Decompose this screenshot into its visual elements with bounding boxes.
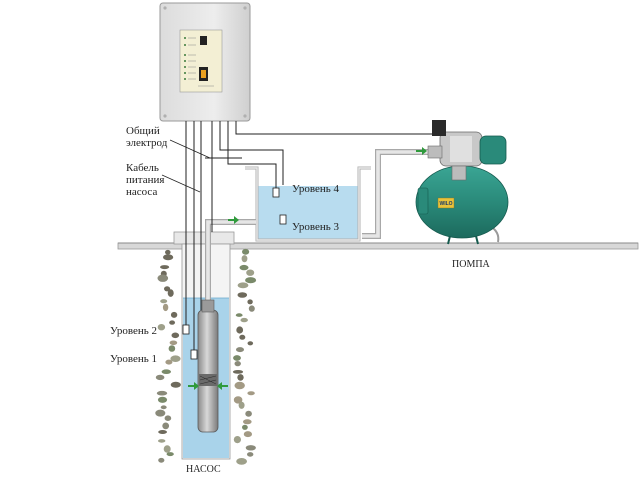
rock (236, 458, 248, 465)
rock (248, 305, 255, 312)
rock (243, 419, 252, 425)
rock (247, 452, 254, 457)
rock (163, 445, 171, 453)
label-level-1: Уровень 1 (110, 353, 157, 365)
rock (164, 415, 172, 422)
electrode-level-3 (279, 214, 287, 225)
rock (158, 430, 168, 434)
rock (170, 355, 181, 363)
rock (233, 396, 243, 404)
rock (170, 311, 178, 318)
label-level-2: Уровень 2 (110, 325, 157, 337)
rock (167, 289, 174, 297)
rock (158, 439, 166, 443)
label-submersible-pump: НАСОС (186, 464, 221, 475)
rock (155, 374, 165, 381)
rock (243, 431, 252, 438)
electrode-level-2 (182, 324, 190, 335)
rock (236, 326, 244, 334)
pipes (205, 149, 500, 300)
label-common-electrode: Общий электрод (126, 125, 168, 149)
rock (160, 265, 170, 270)
rock (234, 381, 245, 390)
rock (157, 324, 166, 331)
rock (235, 313, 243, 317)
rock (155, 409, 166, 417)
rock (239, 264, 249, 271)
rock (233, 355, 241, 361)
rock (160, 299, 168, 304)
rock (157, 274, 169, 282)
rock (162, 303, 169, 312)
rock (242, 424, 248, 430)
electrode-level-4 (272, 187, 280, 198)
rock (239, 334, 246, 340)
label-level-3: Уровень 3 (292, 221, 339, 233)
rock (247, 341, 254, 346)
rock (240, 317, 248, 323)
brand-label: WILO (439, 201, 452, 207)
arrow-icon (188, 382, 199, 390)
rock (157, 396, 168, 403)
rock (242, 248, 250, 255)
rock (169, 320, 176, 325)
rock (245, 445, 256, 451)
rock (237, 282, 249, 289)
rock (168, 345, 176, 352)
rock (247, 299, 253, 305)
electrodes (182, 187, 287, 360)
rock (247, 391, 255, 396)
rock (237, 292, 248, 298)
rock (160, 405, 167, 410)
rock (163, 254, 174, 261)
rock (232, 370, 244, 374)
arrow-icon (228, 216, 239, 224)
rock (165, 249, 171, 255)
rock (156, 390, 168, 396)
rock (234, 361, 241, 367)
label-pump-cable: Кабель питания насоса (126, 162, 165, 198)
well-rocks (155, 248, 257, 465)
rock (237, 374, 244, 381)
rock (161, 369, 171, 375)
rock (171, 332, 180, 339)
control-panel-icon (159, 2, 251, 122)
label-level-4: Уровень 4 (292, 183, 339, 195)
rock (158, 457, 165, 463)
arrow-icon (416, 147, 427, 155)
arrow-icon (217, 382, 228, 390)
electrode-level-1 (190, 349, 198, 360)
rock (165, 359, 173, 365)
flow-arrows (188, 147, 427, 390)
rock (241, 255, 248, 263)
rock (166, 452, 174, 457)
rock (169, 340, 178, 346)
rock (246, 269, 255, 276)
rock (245, 410, 252, 417)
rock (164, 286, 171, 292)
rock (233, 436, 241, 444)
rock (236, 347, 244, 353)
submersible-pump-icon (197, 299, 219, 433)
rock (170, 381, 181, 388)
label-pump-station: ПОМПА (452, 259, 490, 270)
rock (162, 422, 170, 430)
rock (245, 277, 257, 284)
rock (238, 401, 245, 409)
pump-station-icon (415, 120, 509, 245)
